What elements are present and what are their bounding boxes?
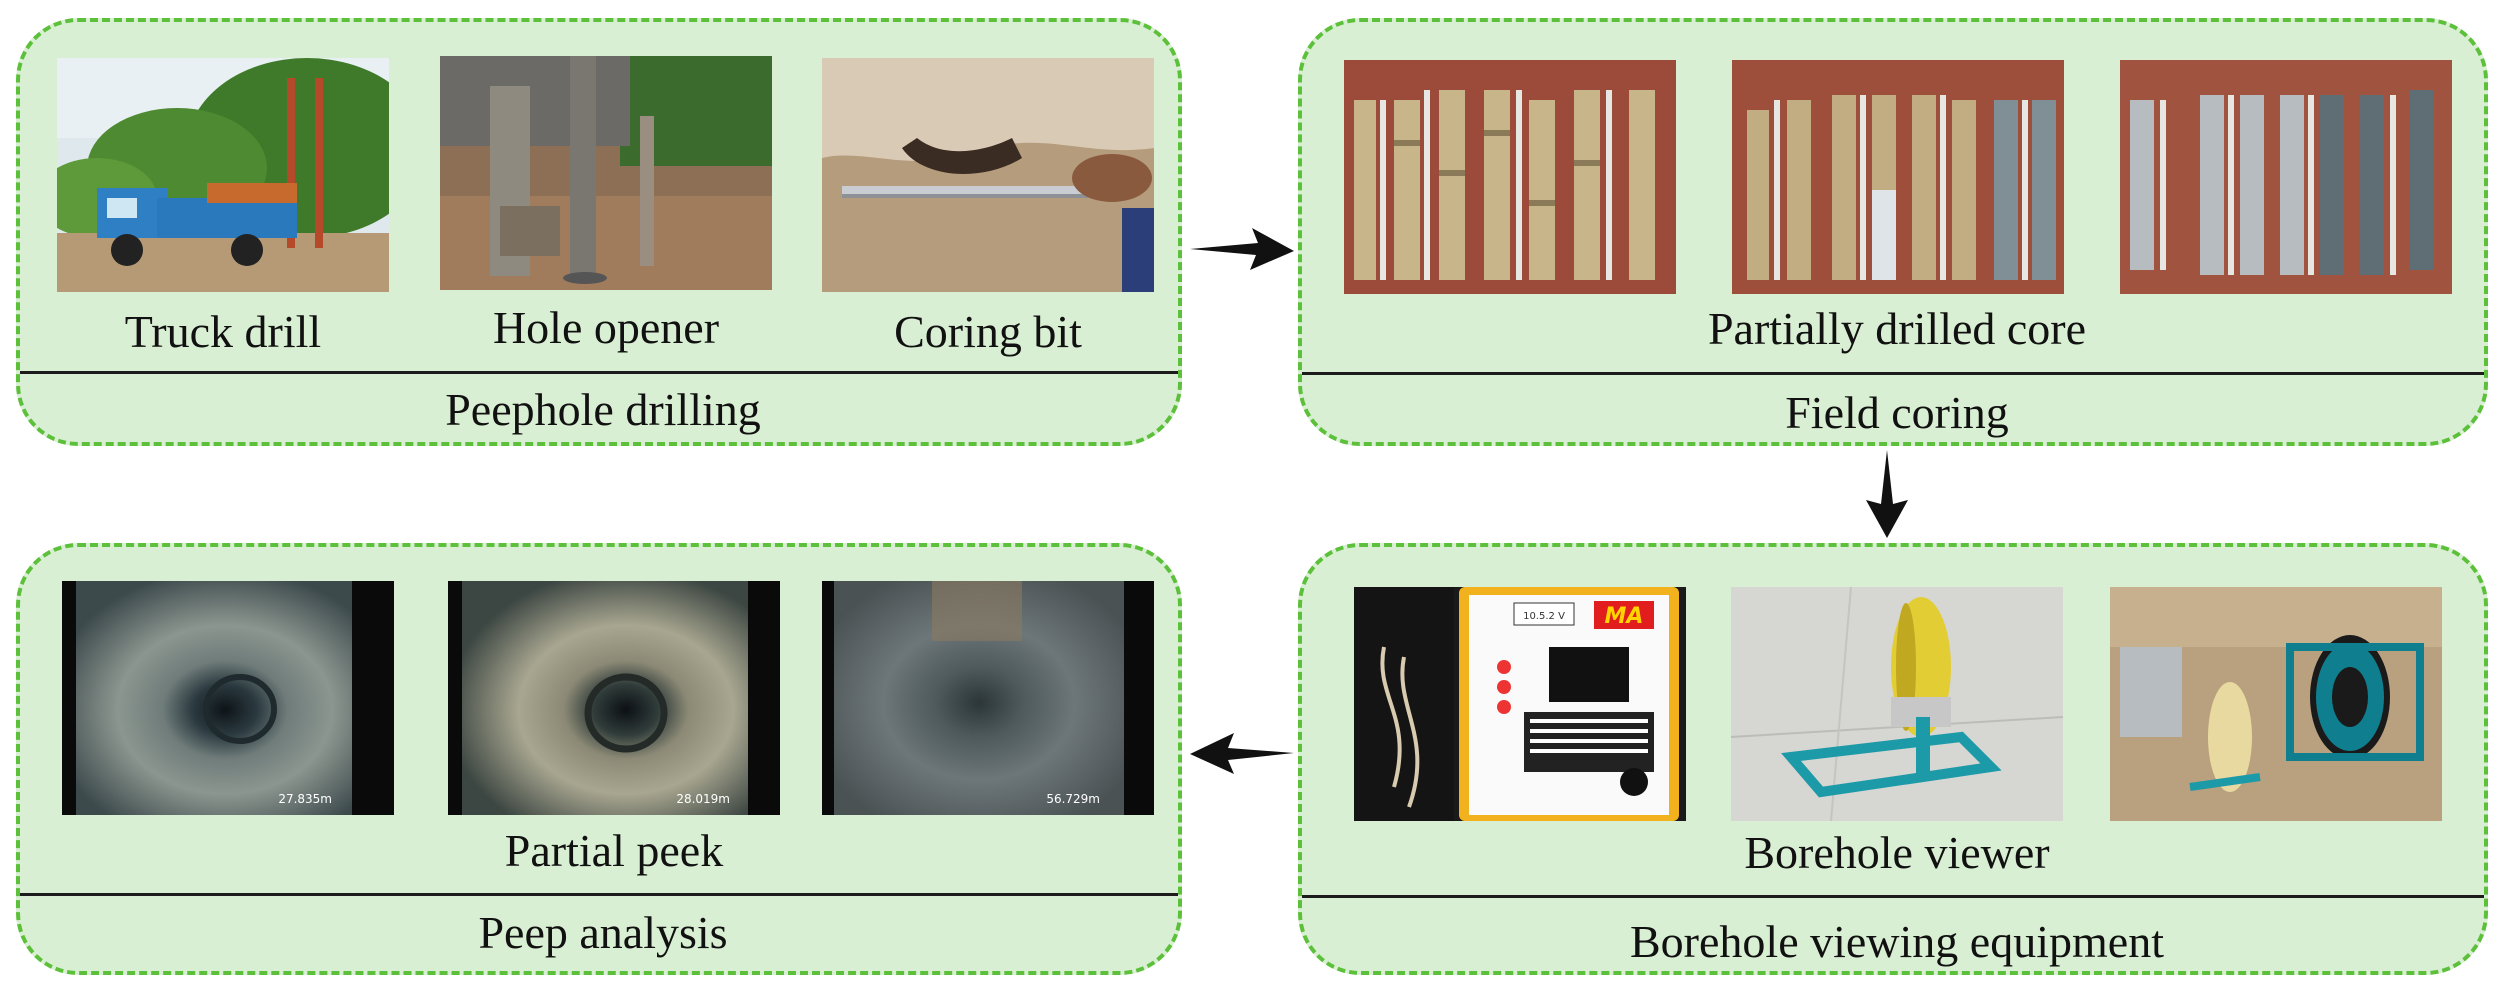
borehole-image-3: 56.729m bbox=[822, 581, 1154, 815]
arrow-right-icon bbox=[1188, 226, 1296, 272]
borehole-viewer-caption: Borehole viewer bbox=[1744, 827, 2050, 878]
peephole-drilling-title: Peephole drilling bbox=[445, 384, 761, 435]
depth-readout-3: 56.729m bbox=[1046, 792, 1100, 806]
core-box-photo-2 bbox=[1732, 60, 2064, 294]
truck-drill-photo bbox=[57, 58, 389, 292]
peep-analysis-divider bbox=[20, 893, 1178, 896]
borehole-viewing-title: Borehole viewing equipment bbox=[1630, 916, 2164, 967]
core-box-photo-1 bbox=[1344, 60, 1676, 294]
device-display-text: 10.5.2 V bbox=[1523, 611, 1565, 622]
borehole-probe-photo bbox=[1731, 587, 2063, 821]
hole-opener-caption: Hole opener bbox=[492, 302, 720, 353]
partial-peek-caption: Partial peek bbox=[504, 825, 724, 876]
peephole-drilling-panel: Truck drill Hole opener Coring bit Peeph… bbox=[16, 18, 1182, 446]
hole-opener-photo bbox=[440, 56, 772, 290]
truck-drill-caption: Truck drill bbox=[124, 306, 322, 357]
depth-readout-1: 27.835m bbox=[278, 792, 332, 806]
depth-readout-2: 28.019m bbox=[676, 792, 730, 806]
peep-analysis-title: Peep analysis bbox=[478, 907, 728, 958]
field-coring-panel: Partially drilled core Field coring bbox=[1298, 18, 2488, 446]
borehole-viewing-divider bbox=[1302, 895, 2484, 898]
coring-bit-photo bbox=[822, 58, 1154, 292]
arrow-down-icon bbox=[1862, 448, 1912, 540]
field-coring-divider bbox=[1302, 372, 2484, 375]
peephole-drilling-divider bbox=[20, 371, 1178, 374]
partially-drilled-core-caption: Partially drilled core bbox=[1707, 303, 2087, 354]
coring-bit-caption: Coring bit bbox=[894, 306, 1082, 357]
borehole-viewing-panel: 10.5.2 V MA bbox=[1298, 543, 2488, 975]
peep-analysis-panel: 27.835m 28.019m bbox=[16, 543, 1182, 975]
cable-reel-photo bbox=[2110, 587, 2442, 821]
arrow-left-icon bbox=[1188, 730, 1296, 776]
ma-certification-mark: MA bbox=[1605, 604, 1644, 629]
field-coring-title: Field coring bbox=[1785, 387, 2009, 438]
control-unit-photo: 10.5.2 V MA bbox=[1354, 587, 1686, 821]
core-box-photo-3 bbox=[2120, 60, 2452, 294]
borehole-image-2: 28.019m bbox=[448, 581, 780, 815]
borehole-image-1: 27.835m bbox=[62, 581, 394, 815]
